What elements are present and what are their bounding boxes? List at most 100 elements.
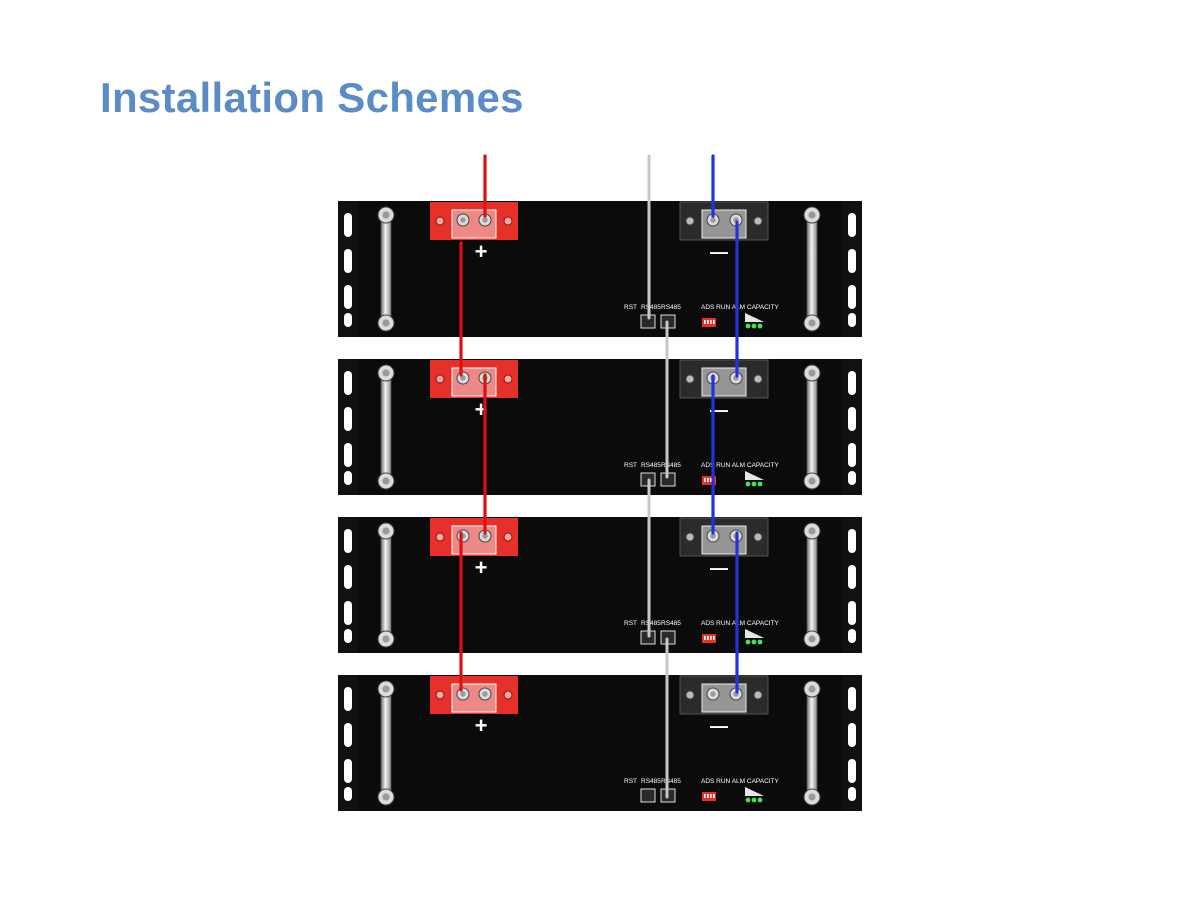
- status-led: [751, 639, 757, 645]
- rack-slot: [848, 629, 856, 643]
- handle-screw-center: [382, 527, 390, 535]
- handle-screw-center: [382, 211, 390, 219]
- dip-switch: [702, 792, 716, 801]
- rack-slot: [848, 407, 856, 431]
- handle-left: [380, 688, 392, 800]
- indicator-labels: ADS RUN ALM CAPACITY: [701, 304, 780, 311]
- terminal-bolt: [503, 532, 513, 542]
- dip-switch-lever: [713, 636, 715, 640]
- handle-right: [806, 214, 818, 326]
- dip-switch-lever: [707, 636, 709, 640]
- rs485-a-label: RS485: [641, 462, 661, 469]
- negative-sign: —: [710, 558, 728, 578]
- negative-terminal-screw-center: [710, 217, 716, 223]
- capacity-indicator-icon: [745, 471, 764, 480]
- rs485-b-label: RS485: [661, 462, 681, 469]
- rs485-a-label: RS485: [641, 778, 661, 785]
- handle-screw-center: [808, 477, 816, 485]
- rack-slot: [848, 759, 856, 783]
- handle-screw-center: [808, 369, 816, 377]
- handle-left: [380, 530, 392, 642]
- handle-screw-center: [808, 793, 816, 801]
- terminal-bolt: [753, 532, 763, 542]
- status-led: [757, 639, 763, 645]
- positive-terminal-screw-center: [460, 691, 466, 697]
- rs485-a-label: RS485: [641, 620, 661, 627]
- positive-terminal-screw-center: [460, 217, 466, 223]
- terminal-bolt: [685, 532, 695, 542]
- handle-screw-center: [808, 685, 816, 693]
- rs485-port-a: [640, 788, 656, 803]
- status-led: [751, 323, 757, 329]
- rack-slot: [848, 529, 856, 553]
- positive-terminal-block: [430, 518, 518, 556]
- status-led: [745, 323, 751, 329]
- terminal-bolt: [435, 216, 445, 226]
- dip-switch: [702, 634, 716, 643]
- status-led: [757, 797, 763, 803]
- rack-slot: [848, 371, 856, 395]
- rack-slot: [344, 313, 352, 327]
- handle-screw-center: [382, 319, 390, 327]
- terminal-bolt: [753, 374, 763, 384]
- negative-sign: —: [710, 242, 728, 262]
- handle-screw-center: [382, 635, 390, 643]
- rack-slot: [344, 687, 352, 711]
- terminal-bolt: [503, 690, 513, 700]
- status-led: [757, 481, 763, 487]
- handle-screw-center: [382, 477, 390, 485]
- rack-slot: [848, 565, 856, 589]
- negative-terminal-screw-center: [710, 691, 716, 697]
- rs485-b-label: RS485: [661, 778, 681, 785]
- handle-screw-center: [808, 527, 816, 535]
- negative-terminal-screw-center: [710, 533, 716, 539]
- rack-slot: [848, 213, 856, 237]
- dip-switch-lever: [713, 320, 715, 324]
- positive-terminal-screw-center: [482, 217, 488, 223]
- capacity-indicator-icon: [745, 313, 764, 322]
- rs485-b-label: RS485: [661, 304, 681, 311]
- dip-switch-lever: [704, 478, 706, 482]
- rs485-a-label: RS485: [641, 304, 661, 311]
- rack-slot: [848, 601, 856, 625]
- rst-label: RST: [624, 778, 637, 785]
- dip-switch-lever: [710, 636, 712, 640]
- rack-slot: [848, 285, 856, 309]
- rst-label: RST: [624, 620, 637, 627]
- dip-switch-lever: [704, 320, 706, 324]
- dip-switch: [702, 318, 716, 327]
- terminal-bolt: [435, 374, 445, 384]
- negative-sign: —: [710, 716, 728, 736]
- rack-slot: [848, 249, 856, 273]
- terminal-bolt: [503, 374, 513, 384]
- rack-slot: [344, 629, 352, 643]
- rack-slot: [344, 285, 352, 309]
- indicator-labels: ADS RUN ALM CAPACITY: [701, 462, 780, 469]
- positive-terminal-screw-center: [460, 375, 466, 381]
- dip-switch-lever: [707, 478, 709, 482]
- handle-right: [806, 530, 818, 642]
- indicator-labels: ADS RUN ALM CAPACITY: [701, 778, 780, 785]
- rack-slot: [848, 471, 856, 485]
- rack-slot: [848, 443, 856, 467]
- capacity-indicator-icon: [745, 629, 764, 638]
- rst-label: RST: [624, 304, 637, 311]
- rack-slot: [848, 787, 856, 801]
- positive-sign: +: [475, 239, 488, 264]
- dip-switch-lever: [704, 794, 706, 798]
- terminal-bolt: [435, 690, 445, 700]
- rack-slot: [344, 249, 352, 273]
- positive-terminal-block: [430, 202, 518, 240]
- handle-screw-center: [382, 793, 390, 801]
- rack-slot: [344, 471, 352, 485]
- page-title: Installation Schemes: [100, 74, 524, 121]
- positive-terminal-block: [430, 360, 518, 398]
- dip-switch-lever: [707, 320, 709, 324]
- status-led: [745, 797, 751, 803]
- terminal-bolt: [685, 216, 695, 226]
- positive-terminal-screw-center: [482, 691, 488, 697]
- dip-switch-lever: [713, 794, 715, 798]
